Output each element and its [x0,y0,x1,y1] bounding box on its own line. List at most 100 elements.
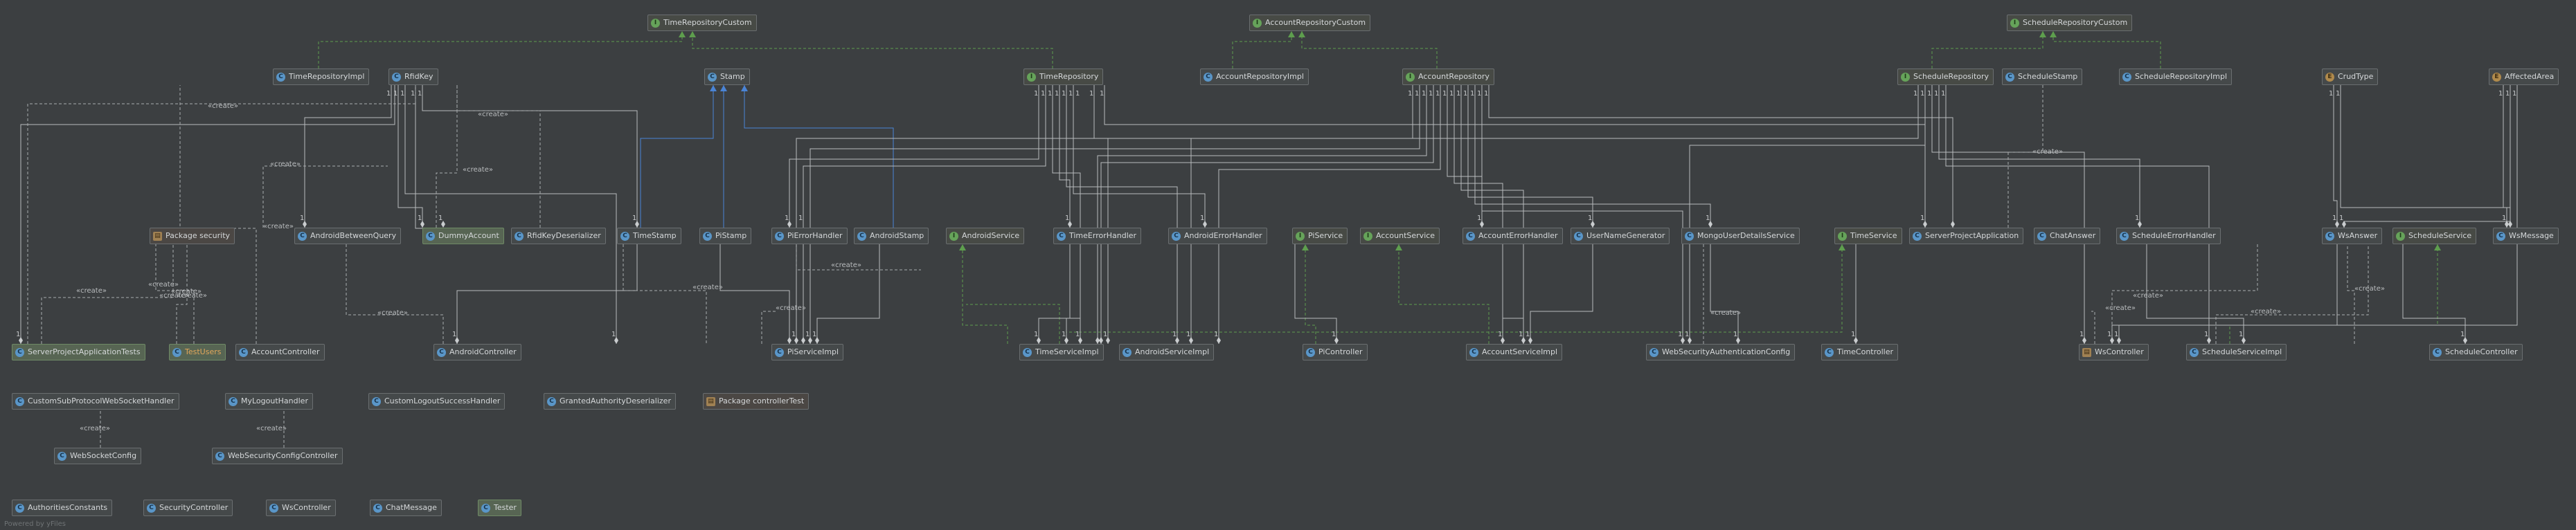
node-schedule-service-impl[interactable]: C ScheduleServiceImpl [2186,344,2287,360]
multiplicity-label: 1 [1075,331,1080,338]
node-mongo-user-details-service[interactable]: C MongoUserDetailsService [1681,228,1800,244]
association-edge [1530,244,1593,344]
node-package-controller-test[interactable]: ▤ Package controllerTest [703,393,810,410]
node-pi-service[interactable]: I PiService [1292,228,1348,244]
node-schedule-repository-impl[interactable]: C ScheduleRepositoryImpl [2119,68,2233,85]
multiplicity-label: 1 [1429,90,1433,98]
node-label: TimeService [1850,231,1897,240]
node-android-error-handler[interactable]: C AndroidErrorHandler [1168,228,1267,244]
node-account-service-impl[interactable]: C AccountServiceImpl [1466,344,1563,360]
composition-diamond [2117,337,2121,344]
node-web-security-config-controller[interactable]: C WebSecurityConfigController [212,448,343,464]
node-server-project-application[interactable]: C ServerProjectApplication [1909,228,2024,244]
association-edge [1218,85,1441,344]
node-tester[interactable]: C Tester [478,500,521,516]
node-package-security[interactable]: ▤ Package security [150,228,235,244]
node-time-repository-custom[interactable]: I TimeRepositoryCustom [647,15,757,31]
class-icon: C [515,231,524,241]
node-schedule-stamp[interactable]: C ScheduleStamp [2002,68,2083,85]
node-chat-message[interactable]: C ChatMessage [370,500,442,516]
node-ws-controller[interactable]: ▤ WsController [2079,344,2149,360]
node-schedule-repository[interactable]: I ScheduleRepository [1897,68,1994,85]
node-time-repository-impl[interactable]: C TimeRepositoryImpl [273,68,370,85]
class-icon: C [1204,72,1213,82]
multiplicity-label: 1 [1214,331,1218,338]
node-time-stamp[interactable]: C TimeStamp [617,228,681,244]
node-label: WebSecurityConfigController [228,451,338,460]
node-label: GrantedAuthorityDeserializer [560,396,671,405]
node-android-service-impl[interactable]: C AndroidServiceImpl [1119,344,1215,360]
node-account-service[interactable]: I AccountService [1360,228,1440,244]
node-authorities-constants[interactable]: C AuthoritiesConstants [12,500,113,516]
node-user-name-generator[interactable]: C UserNameGenerator [1571,228,1670,244]
package-icon: ▤ [706,396,715,406]
class-icon: C [229,396,238,406]
node-label: AndroidServiceImpl [1135,347,1210,356]
node-schedule-service[interactable]: I ScheduleService [2392,228,2477,244]
node-android-service[interactable]: I AndroidService [946,228,1025,244]
node-account-controller[interactable]: C AccountController [235,344,325,360]
node-chat-answer[interactable]: C ChatAnswer [2034,228,2101,244]
node-dummy-account[interactable]: C DummyAccount [422,228,504,244]
node-server-project-application-tests[interactable]: C ServerProjectApplicationTests [12,344,145,360]
node-web-security-authentication-config[interactable]: C WebSecurityAuthenticationConfig [1646,344,1796,360]
composition-diamond [1068,221,1072,228]
node-label: MongoUserDetailsService [1697,231,1795,240]
node-web-socket-config[interactable]: C WebSocketConfig [54,448,142,464]
node-pi-controller[interactable]: C PiController [1303,344,1368,360]
node-label: AndroidService [962,231,1020,240]
node-test-users[interactable]: C TestUsers [169,344,226,360]
node-account-repository-impl[interactable]: C AccountRepositoryImpl [1200,68,1309,85]
node-label: Stamp [720,72,745,81]
node-schedule-controller[interactable]: C ScheduleController [2429,344,2523,360]
composition-diamond [420,221,424,228]
node-ws-message[interactable]: C WsMessage [2493,228,2559,244]
node-android-stamp[interactable]: C AndroidStamp [854,228,929,244]
node-rfid-key[interactable]: C RfidKey [388,68,438,85]
class-icon: C [1685,231,1694,241]
node-label: AccountService [1376,231,1435,240]
node-android-between-query[interactable]: C AndroidBetweenQuery [294,228,402,244]
node-time-repository[interactable]: I TimeRepository [1023,68,1104,85]
class-icon: C [1574,231,1583,241]
node-rfid-key-deserializer[interactable]: C RfidKeyDeserializer [511,228,606,244]
node-granted-authority-deserializer[interactable]: C GrantedAuthorityDeserializer [544,393,676,410]
node-pi-service-impl[interactable]: C PiServiceImpl [771,344,844,360]
composition-diamond [303,221,307,228]
class-icon: C [215,451,224,461]
multiplicity-label: 1 [1456,90,1460,98]
create-stereotype-label: «create» [256,425,287,432]
node-my-logout-handler[interactable]: C MyLogoutHandler [225,393,313,410]
node-schedule-repository-custom[interactable]: I ScheduleRepositoryCustom [2007,15,2133,31]
node-account-repository[interactable]: I AccountRepository [1402,68,1494,85]
node-schedule-error-handler[interactable]: C ScheduleErrorHandler [2116,228,2221,244]
multiplicity-label: 1 [1449,90,1454,98]
node-account-error-handler[interactable]: C AccountErrorHandler [1463,228,1563,244]
composition-diamond [1521,337,1526,344]
node-account-repository-custom[interactable]: I AccountRepositoryCustom [1249,15,1371,31]
node-time-error-handler[interactable]: C TimeErrorHandler [1053,228,1142,244]
node-stamp[interactable]: C Stamp [704,68,750,85]
node-time-controller[interactable]: C TimeController [1821,344,1899,360]
realization-edge [1232,31,1292,68]
node-time-service-impl[interactable]: C TimeServiceImpl [1019,344,1104,360]
node-affected-area[interactable]: E AffectedArea [2489,68,2559,85]
composition-diamond [1095,337,1100,344]
node-custom-sub-protocol-web-socket-handler[interactable]: C CustomSubProtocolWebSocketHandler [12,393,179,410]
dependency-edge [2091,311,2095,344]
node-security-controller[interactable]: C SecurityController [143,500,233,516]
node-time-service[interactable]: I TimeService [1834,228,1902,244]
node-ws-answer[interactable]: C WsAnswer [2322,228,2383,244]
node-custom-logout-success-handler[interactable]: C CustomLogoutSuccessHandler [368,393,506,410]
generalization-arrowhead [720,85,727,91]
node-ws-controller-2[interactable]: C WsController [266,500,336,516]
node-crud-type[interactable]: E CrudType [2322,68,2379,85]
node-pi-stamp[interactable]: C PiStamp [699,228,752,244]
node-android-controller[interactable]: C AndroidController [433,344,521,360]
node-pi-error-handler[interactable]: C PiErrorHandler [771,228,848,244]
class-icon: C [2120,231,2129,241]
association-edge [1447,85,1483,228]
node-label: AccountRepository [1418,72,1490,81]
multiplicity-label: 1 [1477,90,1481,98]
realization-arrowhead [1288,31,1295,37]
